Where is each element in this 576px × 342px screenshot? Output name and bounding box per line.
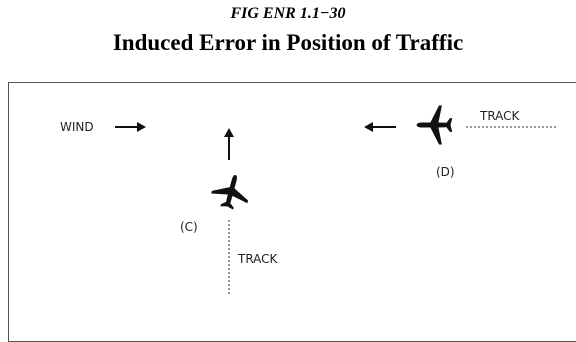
aircraft-d-icon: [416, 105, 453, 145]
aircraft-c-label: (C): [180, 220, 198, 234]
wind-arrow: [115, 122, 146, 132]
track-label-c: TRACK: [237, 252, 279, 266]
aircraft-d-label: (D): [436, 165, 455, 179]
traffic-diagram: WIND (C) TRACK TRACK (D): [60, 105, 556, 296]
aircraft-c-icon: [208, 170, 254, 213]
figure-number: FIG ENR 1.1−30: [230, 5, 346, 22]
heading-arrow-c: [224, 128, 234, 160]
heading-arrow-d: [364, 122, 396, 132]
track-label-d: TRACK: [479, 109, 521, 123]
wind-label: WIND: [60, 120, 94, 134]
figure-title: Induced Error in Position of Traffic: [112, 30, 464, 55]
